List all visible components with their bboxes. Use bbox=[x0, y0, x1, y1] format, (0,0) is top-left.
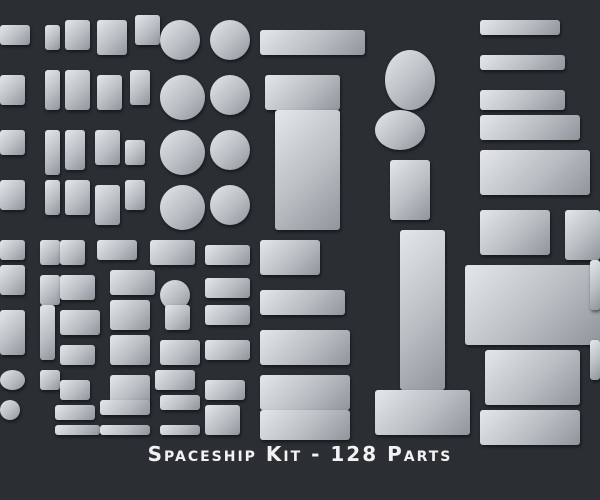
kit-part bbox=[60, 345, 95, 365]
kit-part bbox=[260, 330, 350, 365]
kit-part bbox=[45, 180, 60, 215]
kit-part bbox=[40, 240, 60, 265]
kit-part bbox=[375, 390, 470, 435]
kit-part bbox=[95, 185, 120, 225]
kit-part bbox=[65, 130, 85, 170]
caption: Spaceship Kit - 128 Parts bbox=[147, 442, 453, 466]
kit-part bbox=[275, 110, 340, 230]
kit-part bbox=[480, 115, 580, 140]
kit-part bbox=[155, 370, 195, 390]
kit-part bbox=[590, 340, 600, 380]
kit-part bbox=[210, 185, 250, 225]
kit-part bbox=[55, 405, 95, 420]
kit-part bbox=[130, 70, 150, 105]
kit-part bbox=[205, 278, 250, 298]
kit-part bbox=[205, 305, 250, 325]
kit-part bbox=[400, 230, 445, 390]
kit-part bbox=[0, 130, 25, 155]
kit-part bbox=[100, 425, 150, 435]
kit-part bbox=[55, 425, 100, 435]
kit-part bbox=[0, 75, 25, 105]
kit-part bbox=[100, 400, 150, 415]
kit-part bbox=[45, 70, 60, 110]
kit-part bbox=[160, 395, 200, 410]
kit-part bbox=[97, 75, 122, 110]
kit-part bbox=[65, 20, 90, 50]
kit-part bbox=[480, 210, 550, 255]
kit-part bbox=[0, 400, 20, 420]
kit-part bbox=[480, 55, 565, 70]
kit-part bbox=[0, 240, 25, 260]
kit-part bbox=[110, 270, 155, 295]
kit-part bbox=[160, 425, 200, 435]
kit-part bbox=[60, 240, 85, 265]
kit-part bbox=[260, 240, 320, 275]
kit-part bbox=[40, 305, 55, 360]
kit-part bbox=[260, 290, 345, 315]
kit-part bbox=[375, 110, 425, 150]
kit-part bbox=[110, 335, 150, 365]
kit-part bbox=[40, 275, 60, 305]
kit-part bbox=[210, 20, 250, 60]
kit-part bbox=[160, 130, 205, 175]
kit-part bbox=[565, 210, 600, 260]
kit-part bbox=[210, 130, 250, 170]
kit-part bbox=[205, 340, 250, 360]
kit-part bbox=[95, 130, 120, 165]
kit-part bbox=[97, 240, 137, 260]
kit-part bbox=[0, 310, 25, 355]
kit-part bbox=[110, 300, 150, 330]
kit-part bbox=[125, 140, 145, 165]
kit-part bbox=[65, 180, 90, 215]
kit-part bbox=[480, 90, 565, 110]
kit-part bbox=[60, 310, 100, 335]
kit-part bbox=[260, 30, 365, 55]
kit-part bbox=[60, 380, 90, 400]
kit-part bbox=[0, 265, 25, 295]
kit-part bbox=[465, 265, 600, 345]
kit-part bbox=[480, 410, 580, 445]
kit-part bbox=[97, 20, 127, 55]
kit-part bbox=[160, 185, 205, 230]
kit-part bbox=[590, 260, 600, 310]
kit-part bbox=[0, 370, 25, 390]
kit-part bbox=[480, 20, 560, 35]
kit-part bbox=[160, 340, 200, 365]
kit-part bbox=[265, 75, 340, 110]
kit-part bbox=[210, 75, 250, 115]
kit-part bbox=[205, 380, 245, 400]
kit-part bbox=[135, 15, 160, 45]
kit-part bbox=[260, 410, 350, 440]
kit-part bbox=[45, 25, 60, 50]
kit-part bbox=[480, 150, 590, 195]
kit-part bbox=[0, 25, 30, 45]
kit-part bbox=[160, 20, 200, 60]
kit-part bbox=[385, 50, 435, 110]
kit-part bbox=[165, 305, 190, 330]
kit-part bbox=[45, 130, 60, 175]
kit-part bbox=[0, 180, 25, 210]
kit-part bbox=[160, 75, 205, 120]
kit-part bbox=[65, 70, 90, 110]
kit-part bbox=[390, 160, 430, 220]
kit-part bbox=[150, 240, 195, 265]
kit-part bbox=[205, 405, 240, 435]
kit-part bbox=[60, 275, 95, 300]
kit-part bbox=[205, 245, 250, 265]
kit-part bbox=[485, 350, 580, 405]
kit-part bbox=[40, 370, 60, 390]
kit-part bbox=[260, 375, 350, 410]
kit-part bbox=[125, 180, 145, 210]
